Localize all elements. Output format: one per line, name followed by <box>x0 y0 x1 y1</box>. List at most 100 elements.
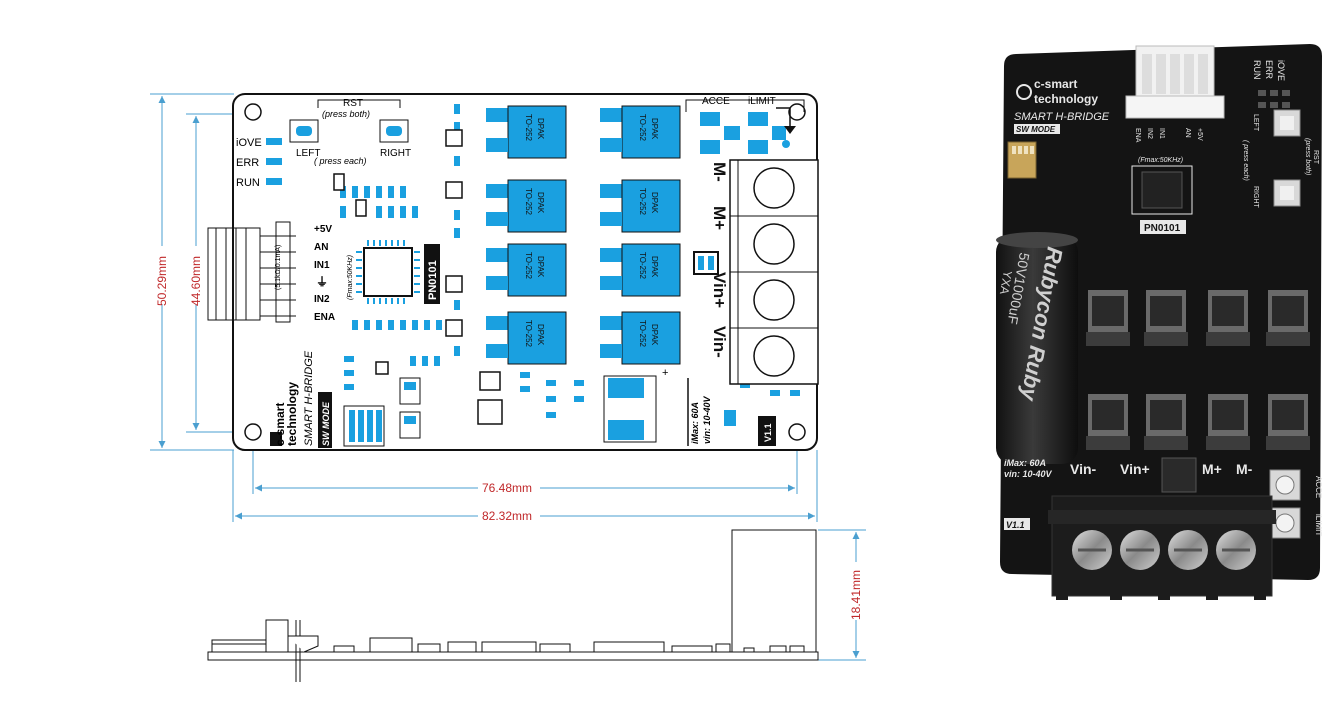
terminal-vin-minus: Vin- <box>710 326 729 358</box>
photo-vin-range: vin: 10-40V <box>1004 469 1053 479</box>
svg-text:DPAK: DPAK <box>650 324 659 346</box>
rst-label: RST <box>343 98 363 109</box>
mosfet: DPAK TO-252 <box>600 179 681 233</box>
svg-text:DPAK: DPAK <box>650 256 659 278</box>
svg-text:DPAK: DPAK <box>536 192 545 214</box>
header-connector <box>207 221 296 323</box>
pin-ena: ENA <box>314 312 335 323</box>
photo-capacitor: Rubycon Ruby 50V1000uF YXA <box>996 232 1078 464</box>
product-name: SMART H-BRIDGE <box>303 350 315 446</box>
pin-5v: +5V <box>314 224 332 235</box>
svg-text:TO-252: TO-252 <box>638 188 647 216</box>
photo-brand-line2: technology <box>1034 92 1098 106</box>
svg-text:Vin+: Vin+ <box>1120 461 1150 477</box>
mosfet: DPAK TO-252 <box>486 179 567 233</box>
version-label: V1.1 <box>763 423 773 442</box>
side-view <box>207 529 819 682</box>
photo-right-label: RIGHT <box>1252 186 1259 209</box>
svg-text:M+: M+ <box>1202 461 1222 477</box>
svg-text:DPAK: DPAK <box>650 118 659 140</box>
photo-buttons <box>1273 109 1301 207</box>
pin-note: (5.1kΩ/0.1mA) <box>275 245 282 290</box>
mosfet: DPAK TO-252 <box>600 105 681 159</box>
mosfet: DPAK TO-252 <box>600 243 681 297</box>
dim-height-outer: 50.29mm <box>155 256 169 306</box>
white-connector <box>1125 45 1225 119</box>
jumpers <box>399 377 421 439</box>
press-each-label: ( press each) <box>314 156 367 166</box>
capacitor-footprint <box>603 375 657 443</box>
svg-text:DPAK: DPAK <box>536 324 545 346</box>
dim-height-inner: 44.60mm <box>189 256 203 306</box>
photo-trim-pots: ACCE iLIMIT <box>1269 469 1323 539</box>
svg-text:ERR: ERR <box>1264 60 1274 80</box>
svg-text:M-: M- <box>1236 461 1253 477</box>
photo-mcu: (Fmax:50KHz) <box>1131 157 1193 215</box>
photo-terminal-block <box>1048 495 1276 600</box>
terminal-vin-plus: Vin+ <box>710 272 729 308</box>
mosfet: DPAK TO-252 <box>486 105 567 159</box>
smd-components <box>340 104 800 426</box>
dimension-labels: 50.29mm 44.60mm 76.48mm 82.32mm 18.41mm <box>154 246 864 620</box>
svg-text:TO-252: TO-252 <box>638 320 647 348</box>
dim-width-outer: 82.32mm <box>482 509 532 523</box>
mosfet: DPAK TO-252 <box>486 243 567 297</box>
mosfet-array: DPAK TO-252 DPAK TO-252 DPAK TO-252 DPAK… <box>486 105 681 365</box>
photo-rst-label: RST <box>1312 150 1319 165</box>
svg-text:TO-252: TO-252 <box>524 252 533 280</box>
ground-symbol: ⏚ <box>316 275 328 289</box>
svg-text:TO-252: TO-252 <box>524 320 533 348</box>
svg-text:TO-252: TO-252 <box>524 188 533 216</box>
photo-left-label: LEFT <box>1252 114 1259 132</box>
pin-in1: IN1 <box>314 260 330 271</box>
svg-text:RUN: RUN <box>1252 60 1262 80</box>
left-button <box>289 119 319 143</box>
rst-area: RST (press both) LEFT RIGHT ( press each… <box>289 98 411 166</box>
mounting-holes <box>244 103 806 441</box>
cap-series: YXA <box>997 269 1015 295</box>
photo-ratings: iMax: 60A vin: 10-40V <box>1004 458 1053 479</box>
dip-switch <box>343 405 385 447</box>
right-button <box>379 119 409 143</box>
photo-press-both: (press both) <box>1304 138 1311 175</box>
status-leds: iOVE ERR RUN <box>236 137 282 189</box>
mosfet: DPAK TO-252 <box>486 311 567 365</box>
photo-brand-logo: c-smart technology SMART H-BRIDGE SW MOD… <box>1014 77 1110 134</box>
led-label-iove: iOVE <box>236 137 262 149</box>
svg-text:iOVE: iOVE <box>1276 60 1286 81</box>
pin-labels: +5V AN IN1 IN2 ENA (5.1kΩ/0.1mA) ⏚ <box>275 224 335 323</box>
svg-text:TO-252: TO-252 <box>524 114 533 142</box>
photo-product-name: SMART H-BRIDGE <box>1014 111 1110 123</box>
svg-text:DPAK: DPAK <box>650 192 659 214</box>
small-ics <box>333 129 503 425</box>
svg-text:+5V: +5V <box>1196 128 1203 141</box>
photo-terminal-labels: Vin- Vin+ M+ M- <box>1070 461 1253 477</box>
pin-in2: IN2 <box>314 294 330 305</box>
svg-text:AN: AN <box>1184 128 1191 138</box>
photo-mosfets <box>1086 290 1310 450</box>
dim-depth: 18.41mm <box>849 570 863 620</box>
right-label: RIGHT <box>380 148 411 159</box>
sw-mode-label: SW MODE <box>321 401 331 446</box>
fuse-marker <box>693 251 719 275</box>
svg-text:Vin-: Vin- <box>1070 461 1097 477</box>
photo-brand-line1: c-smart <box>1034 77 1077 91</box>
terminal-labels: M- M+ Vin+ Vin- <box>710 162 729 358</box>
svg-text:DPAK: DPAK <box>536 118 545 140</box>
vin-range-label: vin: 10-40V <box>702 395 712 444</box>
imax-label: iMax: 60A <box>690 402 700 444</box>
part-number: PN0101 <box>427 260 439 300</box>
photo-press-each: ( press each) <box>1242 140 1249 181</box>
led-label-err: ERR <box>236 157 259 169</box>
svg-text:TO-252: TO-252 <box>638 114 647 142</box>
left-label: LEFT <box>296 148 320 159</box>
dim-width-inner: 76.48mm <box>482 481 532 495</box>
brand-line1: c-smart <box>273 403 287 446</box>
acce-label: ACCE <box>702 96 730 107</box>
photo-status-leds: iOVE ERR RUN <box>1252 60 1286 81</box>
svg-text:IN2: IN2 <box>1146 128 1153 139</box>
mechanical-drawing: 50.29mm 44.60mm 76.48mm 82.32mm 18.41mm … <box>150 93 866 682</box>
photo-imax: iMax: 60A <box>1004 458 1046 468</box>
pin-an: AN <box>314 242 328 253</box>
press-both-label: (press both) <box>322 109 370 119</box>
